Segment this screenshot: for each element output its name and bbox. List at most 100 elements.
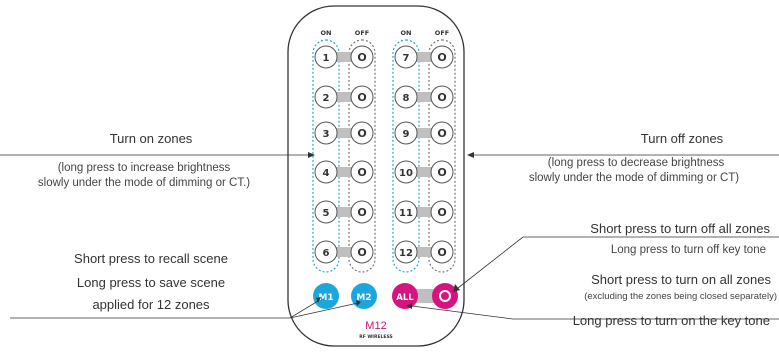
zone-10-off-button[interactable] [430, 160, 454, 184]
button-connector [335, 167, 353, 177]
zone-2-off-button[interactable] [350, 85, 374, 109]
turn-off-zones-desc-1: (long press to decrease brightness [547, 157, 725, 169]
all-off-ring-icon [439, 290, 451, 302]
key-tone-off-text: Long press to turn off key tone [610, 244, 766, 256]
zone-1-on-button[interactable] [314, 45, 338, 69]
all-on-note-text: (excluding the zones being closed separa… [584, 291, 777, 302]
zone-3-on-button[interactable] [314, 121, 338, 145]
key-tone-on-text: Long press to turn on the key tone [572, 313, 770, 328]
zone-off-icon: O [437, 166, 446, 179]
arrow-scene-m1 [316, 297, 321, 303]
zone-off-icon: O [437, 91, 446, 104]
col-label-off-left: OFF [355, 29, 369, 37]
zone-9-on-button[interactable] [394, 121, 418, 145]
recall-scene-text: Short press to recall scene [74, 251, 228, 266]
button-connector [415, 92, 433, 102]
zone-5-off-button[interactable] [350, 200, 374, 224]
zone-6-on-button[interactable] [314, 240, 338, 264]
all-off-button[interactable] [432, 283, 458, 309]
zone-6-label: 6 [323, 248, 330, 259]
save-scene-text: Long press to save scene [76, 275, 226, 290]
model-subtitle: RF WIRELESS [359, 334, 393, 340]
m1-label: M1 [318, 293, 333, 303]
arrow-scene-m2 [356, 300, 361, 306]
button-connector [415, 247, 433, 257]
col-label-on-right: ON [401, 29, 412, 37]
off-column-outline-right [428, 39, 456, 273]
zone-10-on-button[interactable] [394, 160, 418, 184]
button-connector [335, 92, 353, 102]
zone-off-icon: O [437, 206, 446, 219]
zone-11-off-button[interactable] [430, 200, 454, 224]
zone-12-on-button[interactable] [394, 240, 418, 264]
turn-on-zones-title: Turn on zones [109, 131, 193, 146]
turn-off-zones-title: Turn off zones [640, 131, 724, 146]
arrow-all-off [453, 284, 460, 292]
zone-5-label: 5 [323, 208, 330, 219]
applied-zones-text: applied for 12 zones [92, 297, 210, 312]
zone-9-off-button[interactable] [430, 121, 454, 145]
button-connector [415, 207, 433, 217]
all-on-text: Short press to turn on all zones [591, 272, 771, 287]
arrow-turn-off [467, 152, 474, 158]
button-connector [335, 247, 353, 257]
zone-11-on-button[interactable] [394, 200, 418, 224]
button-connector [335, 128, 353, 138]
zone-9-label: 9 [403, 129, 410, 140]
zone-3-label: 3 [323, 129, 330, 140]
leader-key-tone-on [411, 305, 779, 320]
zone-off-icon: O [357, 91, 366, 104]
zone-off-icon: O [437, 51, 446, 64]
off-column-outline-left [348, 39, 376, 273]
model-name: M12 [365, 320, 386, 332]
all-on-button[interactable] [392, 283, 418, 309]
zone-11-label: 11 [399, 208, 413, 219]
all-label: ALL [396, 293, 414, 303]
col-label-on-left: ON [321, 29, 332, 37]
turn-on-zones-desc-2: slowly under the mode of dimming or CT.) [37, 177, 251, 189]
zone-off-icon: O [437, 127, 446, 140]
col-label-off-right: OFF [435, 29, 449, 37]
zone-6-off-button[interactable] [350, 240, 374, 264]
zone-off-icon: O [357, 206, 366, 219]
m2-label: M2 [356, 293, 371, 303]
zone-off-icon: O [357, 166, 366, 179]
button-connector [415, 167, 433, 177]
zone-3-off-button[interactable] [350, 121, 374, 145]
m1-button[interactable] [313, 283, 339, 309]
zone-4-on-button[interactable] [314, 160, 338, 184]
zone-4-off-button[interactable] [350, 160, 374, 184]
zone-off-icon: O [357, 127, 366, 140]
zone-7-on-button[interactable] [394, 45, 418, 69]
turn-on-zones-desc-1: (long press to increase brightness [57, 162, 231, 174]
turn-off-zones-desc-2: slowly under the mode of dimming or CT) [528, 172, 740, 184]
arrow-turn-on [308, 152, 315, 158]
all-off-text: Short press to turn off all zones [590, 221, 770, 236]
leader-all-off [457, 236, 779, 289]
zone-10-label: 10 [399, 168, 413, 179]
zone-8-label: 8 [403, 93, 410, 104]
on-column-outline-left [312, 39, 340, 273]
zone-off-icon: O [437, 246, 446, 259]
leader-scene-m2 [289, 302, 359, 319]
zone-12-label: 12 [399, 248, 413, 259]
zone-2-on-button[interactable] [314, 85, 338, 109]
zone-8-off-button[interactable] [430, 85, 454, 109]
zone-7-off-button[interactable] [430, 45, 454, 69]
button-connector [415, 128, 433, 138]
zone-7-label: 7 [403, 53, 410, 64]
zone-2-label: 2 [323, 93, 330, 104]
zone-off-icon: O [357, 246, 366, 259]
zone-1-label: 1 [323, 53, 330, 64]
button-connector [335, 207, 353, 217]
zone-12-off-button[interactable] [430, 240, 454, 264]
zone-5-on-button[interactable] [314, 200, 338, 224]
zone-8-on-button[interactable] [394, 85, 418, 109]
zone-off-icon: O [357, 51, 366, 64]
button-connector [335, 52, 353, 62]
zone-1-off-button[interactable] [350, 45, 374, 69]
button-connector [415, 52, 433, 62]
on-column-outline-right [392, 39, 420, 273]
